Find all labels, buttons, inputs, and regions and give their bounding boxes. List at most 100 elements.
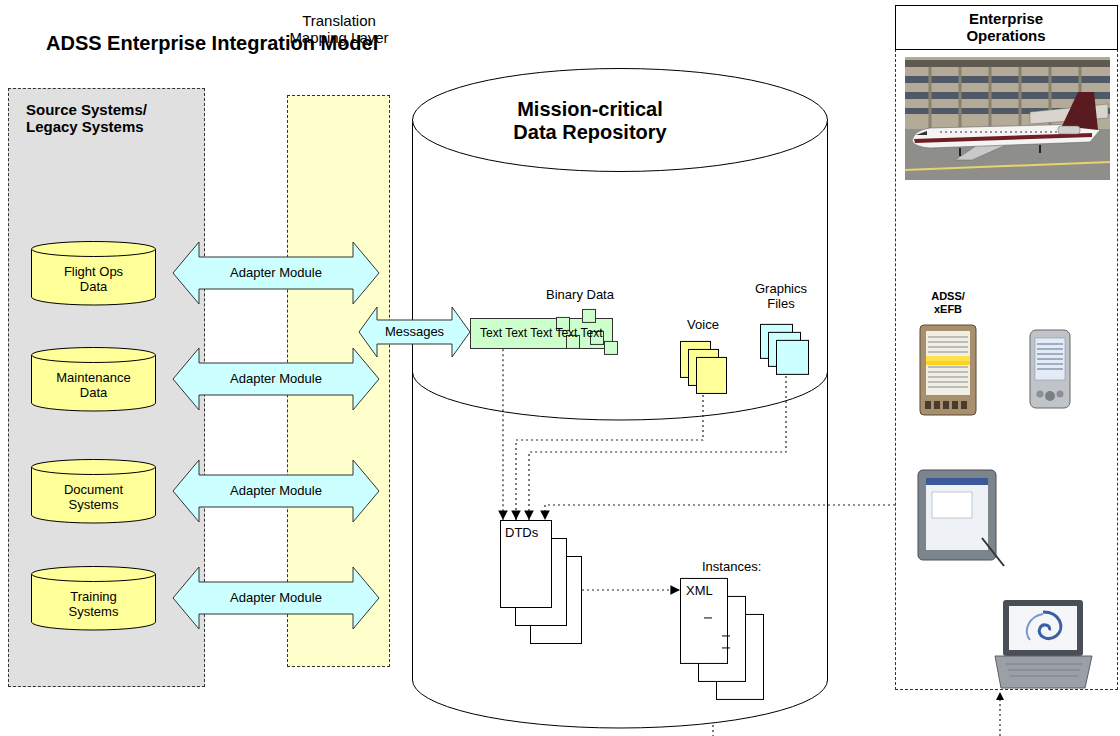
adapter-arrow	[173, 242, 379, 304]
efb-highlight-row	[926, 361, 970, 365]
node-label: Enterprise Operations	[956, 10, 1056, 45]
node-label: Document Systems	[54, 483, 134, 513]
adapter-arrow	[359, 307, 470, 357]
aircraft-cockpit	[916, 131, 927, 135]
text-slot: Instances:	[702, 560, 761, 575]
data-flow-arrow	[529, 376, 786, 520]
graphics-files: Graphics Files	[746, 282, 816, 376]
graphics-page	[777, 340, 809, 374]
tablet-screen	[926, 478, 988, 550]
node-label: Source Systems/ Legacy Systems	[26, 101, 186, 136]
pda-button	[1045, 391, 1055, 401]
cylinder-divider	[413, 372, 828, 420]
adapter-arrow	[173, 567, 379, 629]
adapter-arrow	[173, 460, 379, 522]
data-repository: Text Text Text Text Text Binary DataVoice…	[412, 68, 828, 730]
xml-instances: Instances: XML	[680, 560, 770, 702]
text-slot: ADSS/ xEFB	[925, 290, 971, 315]
laptop-lid	[1003, 600, 1083, 656]
cylinder-body	[32, 467, 156, 523]
tarmac-marking	[905, 162, 1110, 170]
pda-image	[1030, 330, 1070, 408]
cylinder-top	[32, 348, 156, 363]
efb-device: ADSS/ xEFB	[918, 290, 978, 418]
tablet-window	[932, 492, 972, 518]
text-slot: Voice	[676, 318, 730, 333]
voice-files: Voice	[676, 318, 730, 395]
efb-bezel	[920, 325, 976, 415]
laptop-base	[995, 656, 1092, 688]
text-slot: Mission-critical Data Repository	[495, 98, 685, 144]
node-label: Binary Data	[540, 288, 620, 303]
tablet-body	[918, 470, 996, 560]
photo-background	[905, 57, 1110, 180]
text-slot: Maintenance Data	[54, 371, 134, 401]
node-label: Mission-critical Data Repository	[495, 98, 685, 144]
enterprise-panel-border	[895, 49, 1118, 691]
node-label: Training Systems	[54, 590, 134, 620]
aircraft-tail	[1062, 92, 1098, 130]
cylinder-body	[32, 355, 156, 411]
edge-label: Adapter Module	[228, 591, 324, 606]
xml-pages	[680, 560, 770, 702]
edge-label: Messages	[383, 325, 446, 340]
aircraft-windows	[940, 131, 1070, 132]
node-label: Text Text Text Text Text	[480, 324, 603, 343]
laptop-image	[995, 600, 1092, 688]
text-slot: Enterprise Operations	[956, 10, 1056, 45]
edge-label: Adapter Module	[228, 484, 324, 499]
efb-buttons	[925, 401, 967, 409]
edge-label-slot: Adapter Module	[228, 372, 324, 387]
cylinder-top	[413, 69, 828, 172]
edge-label-slot: Adapter Module	[228, 591, 324, 606]
cylinder-top	[32, 567, 156, 582]
legacy-database: Document Systems	[31, 459, 156, 523]
cylinder-top	[32, 242, 156, 257]
adapter-arrow	[173, 348, 379, 410]
edge-label-slot: Adapter Module	[228, 484, 324, 499]
tablet-title-bar	[926, 478, 988, 485]
laptop-keyboard	[1006, 664, 1082, 676]
node-label: Flight Ops Data	[54, 265, 134, 295]
laptop-swirl-logo	[1027, 614, 1043, 640]
legacy-database: Training Systems	[31, 566, 156, 630]
aircraft-gear	[960, 145, 1040, 156]
edge-label-slot: Messages	[383, 325, 446, 340]
pda-body	[1030, 330, 1070, 408]
aircraft-engine	[1058, 126, 1080, 134]
text-slot: Translation Mapping Layer	[279, 12, 399, 47]
efb-device-image	[920, 325, 976, 415]
text-slot: Source Systems/ Legacy Systems	[26, 101, 186, 136]
terminal-building	[905, 57, 1110, 129]
tablet-image	[918, 470, 1004, 566]
text-slot: Training Systems	[54, 590, 134, 620]
text-slot: Flight Ops Data	[54, 265, 134, 295]
cylinder-top	[32, 460, 156, 475]
text-slot: DTDs	[505, 526, 538, 541]
node-label: Graphics Files	[746, 282, 816, 312]
pda-button	[1057, 391, 1064, 398]
xml-page	[681, 578, 728, 663]
pda-screen	[1035, 338, 1065, 380]
text-slot: Document Systems	[54, 483, 134, 513]
binary-data-group: Binary Data	[540, 288, 620, 357]
aircraft-fuselage	[912, 124, 1100, 148]
node-label: DTDs	[505, 526, 538, 541]
text-slot: Text Text Text Text Text	[480, 324, 603, 343]
binary-square	[557, 317, 570, 330]
data-flow-arrow	[516, 395, 703, 520]
edge-label: Adapter Module	[228, 266, 324, 281]
leader-arrowhead	[996, 692, 1004, 700]
data-flow-arrow	[582, 589, 680, 590]
dtd-page	[501, 521, 552, 608]
node-label: XML	[686, 584, 713, 599]
text-slot: Binary Data	[540, 288, 620, 303]
leader-line	[999, 698, 1000, 736]
leader-line	[712, 725, 713, 736]
binary-square	[591, 331, 604, 344]
voice-page	[697, 357, 727, 393]
legacy-database: Flight Ops Data	[31, 241, 156, 305]
efb-highlight-row	[926, 356, 970, 361]
node-label: Voice	[676, 318, 730, 333]
